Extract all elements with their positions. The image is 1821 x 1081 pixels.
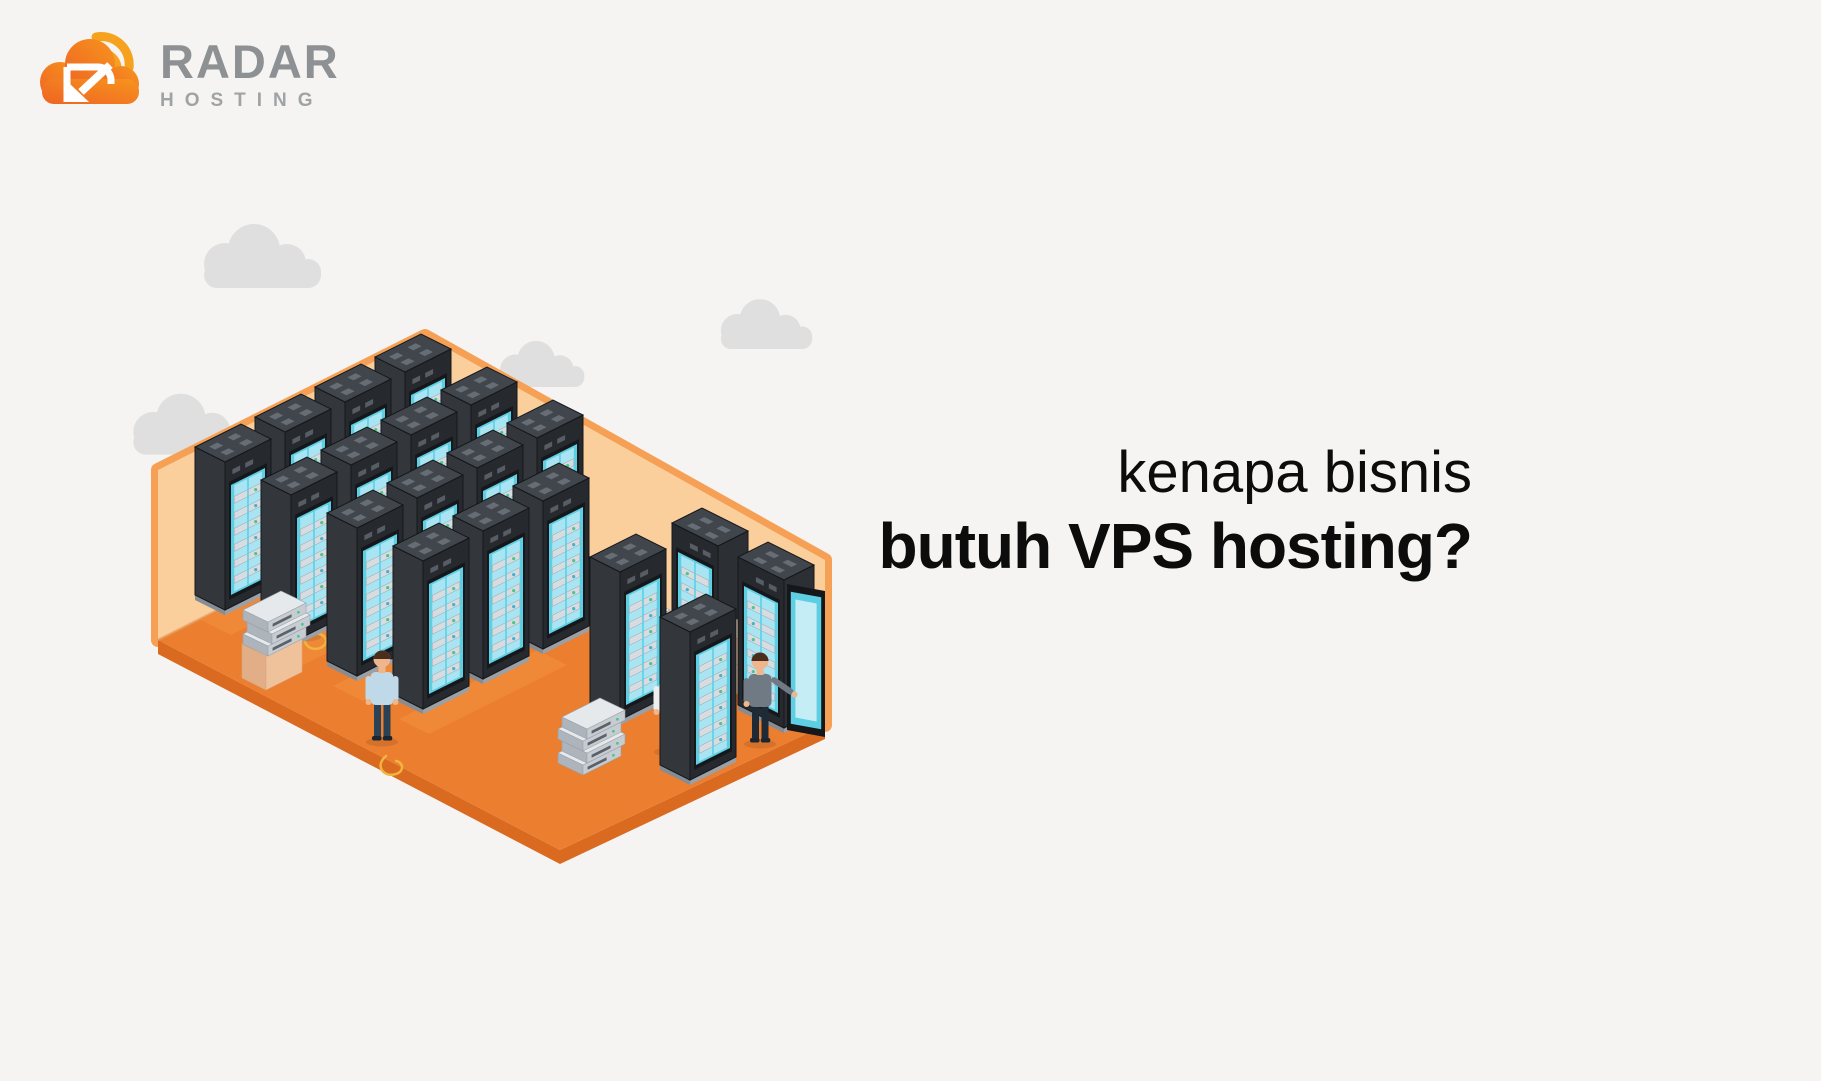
server-rack [391, 522, 471, 714]
cloud-icon [500, 340, 585, 387]
server-rack [193, 423, 273, 615]
technician [365, 650, 399, 747]
brand-name: RADAR [160, 35, 340, 88]
server-rack [658, 593, 738, 785]
headline-line-2: butuh VPS hosting? [878, 509, 1473, 582]
server-stack [242, 590, 311, 657]
open-rack-door [787, 584, 825, 737]
server-rack [259, 456, 339, 648]
brand-text: RADAR HOSTING [160, 38, 340, 110]
radar-hosting-logo: RADAR HOSTING [36, 26, 340, 114]
technician [743, 652, 798, 749]
cloud-radar-logo-icon [40, 32, 139, 104]
server-stack [557, 697, 626, 776]
server-room-illustration [133, 224, 832, 864]
cloud-icon [720, 299, 813, 350]
headline-line-1: kenapa bisnis [1117, 440, 1472, 505]
arrow-r-mark [63, 62, 115, 102]
server-rack [325, 489, 405, 681]
cloud-icon [204, 224, 321, 288]
brand-subtitle: HOSTING [160, 90, 324, 111]
headline: kenapa bisnis butuh VPS hosting? [878, 438, 1473, 584]
